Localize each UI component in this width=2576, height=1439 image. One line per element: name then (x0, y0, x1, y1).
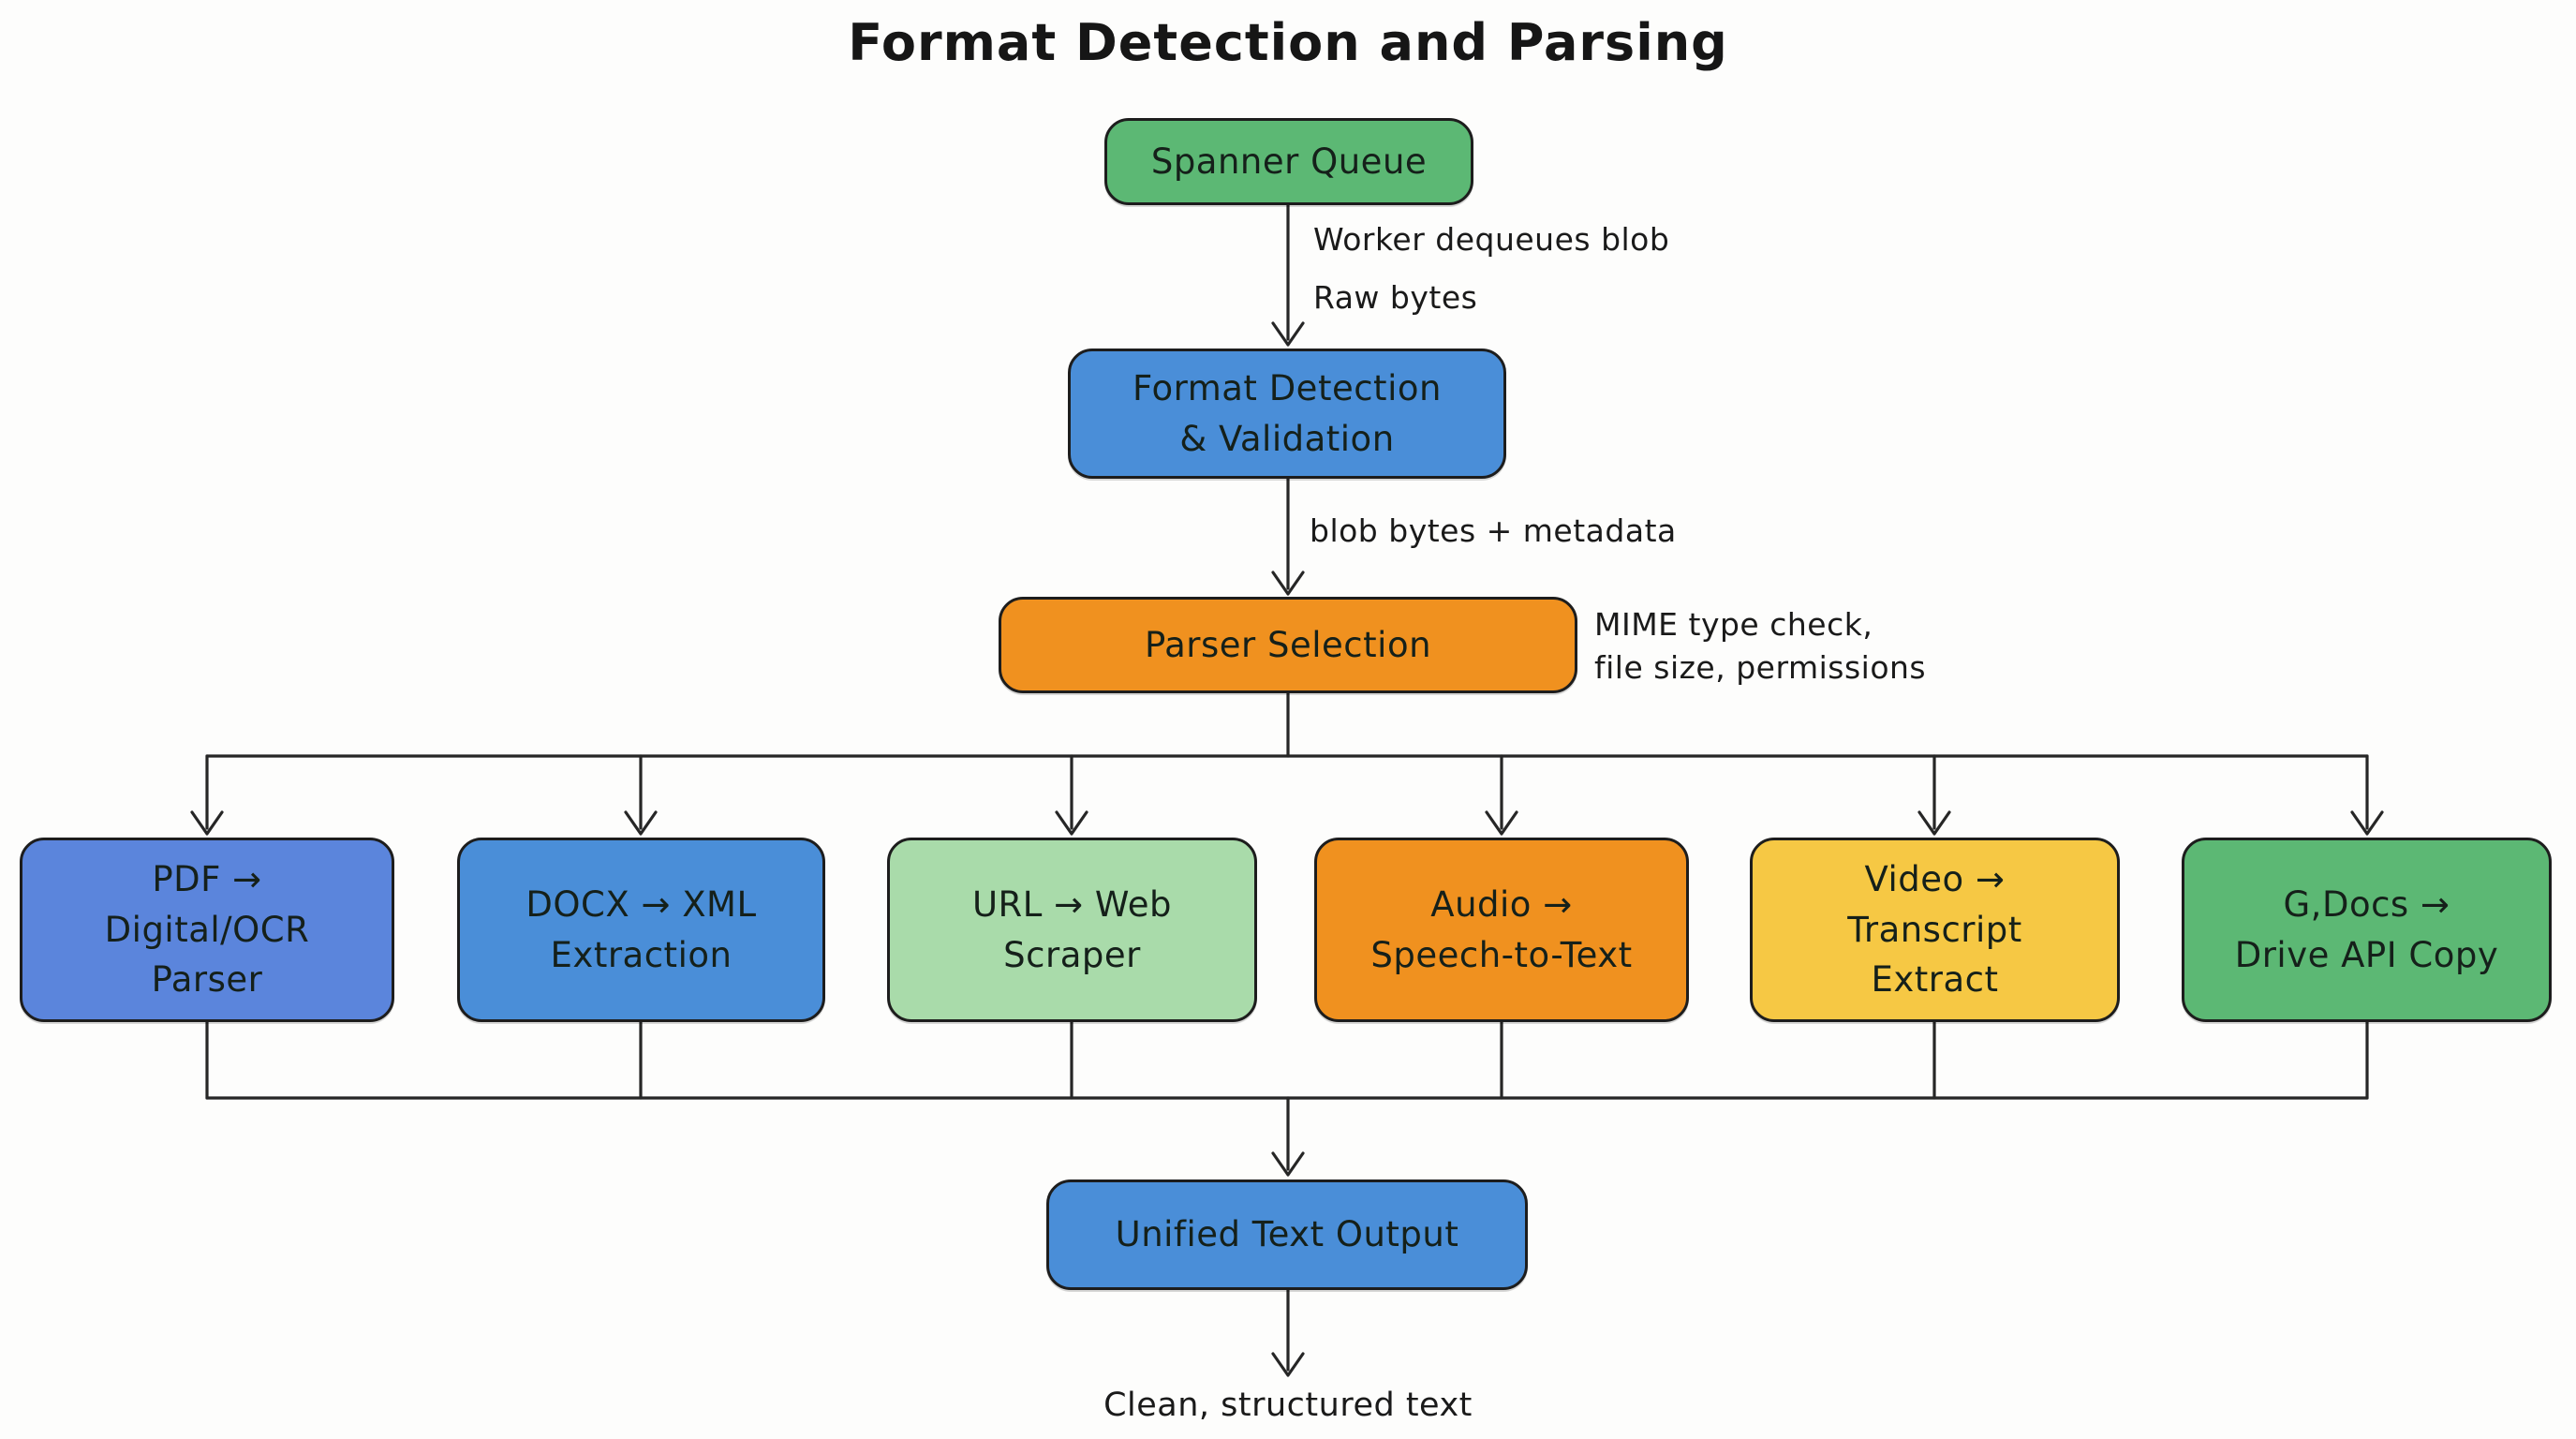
node-label: & Validation (1179, 418, 1395, 459)
node-parser-url: URL → Web Scraper (887, 838, 1257, 1022)
node-label: Speech-to-Text (1370, 934, 1633, 975)
node-label: PDF → (152, 859, 262, 900)
node-label: URL → Web (971, 883, 1173, 925)
arrowhead-icon (1271, 1352, 1305, 1377)
edge-label-blob-bytes: blob bytes + metadata (1310, 512, 1677, 549)
node-label: Video → (1864, 859, 2006, 900)
node-label: Unified Text Output (1115, 1214, 1459, 1255)
arrowhead-icon (1485, 810, 1518, 836)
arrowhead-icon (624, 810, 658, 836)
node-label: Parser (151, 959, 263, 1001)
node-parser-pdf: PDF → Digital/OCR Parser (20, 838, 394, 1022)
diagram-title: Format Detection and Parsing (848, 13, 1728, 72)
node-label: Extraction (550, 934, 733, 975)
arrowhead-icon (1271, 321, 1305, 347)
edge-label-parser-note: MIME type check, file size, permissions (1594, 603, 1926, 690)
node-parser-docx: DOCX → XML Extraction (457, 838, 825, 1022)
arrowhead-icon (190, 810, 224, 836)
edge-label-raw-bytes: Raw bytes (1313, 279, 1478, 316)
node-label: Transcript (1847, 909, 2022, 950)
parser-note-line-2: file size, permissions (1594, 649, 1927, 686)
arrowhead-icon (1271, 571, 1305, 596)
arrowhead-icon (1055, 810, 1088, 836)
arrowhead-icon (2350, 810, 2384, 836)
node-label: Scraper (1003, 934, 1141, 975)
arrowhead-icon (1271, 1151, 1305, 1177)
node-parser-gdocs: G,Docs → Drive API Copy (2182, 838, 2552, 1022)
node-label: Drive API Copy (2234, 934, 2499, 975)
node-label: DOCX → XML (526, 883, 757, 925)
edge-label-worker-dequeues: Worker dequeues blob (1313, 221, 1670, 258)
node-format-detection: Format Detection & Validation (1068, 349, 1506, 479)
node-label: Format Detection (1133, 367, 1442, 408)
node-parser-video: Video → Transcript Extract (1750, 838, 2120, 1022)
node-label: Digital/OCR (104, 909, 310, 950)
node-spanner-queue: Spanner Queue (1104, 118, 1473, 205)
parser-note-line-1: MIME type check, (1594, 606, 1873, 643)
final-output-label: Clean, structured text (1103, 1387, 1473, 1424)
node-label: Audio → (1430, 883, 1573, 925)
node-unified-output: Unified Text Output (1046, 1179, 1528, 1290)
node-parser-selection: Parser Selection (999, 597, 1577, 693)
node-parser-audio: Audio → Speech-to-Text (1314, 838, 1689, 1022)
arrowhead-icon (1917, 810, 1951, 836)
node-label: Extract (1871, 959, 1999, 1001)
node-label: Parser Selection (1144, 624, 1432, 665)
node-label: G,Docs → (2283, 883, 2450, 925)
node-label: Spanner Queue (1150, 141, 1428, 182)
